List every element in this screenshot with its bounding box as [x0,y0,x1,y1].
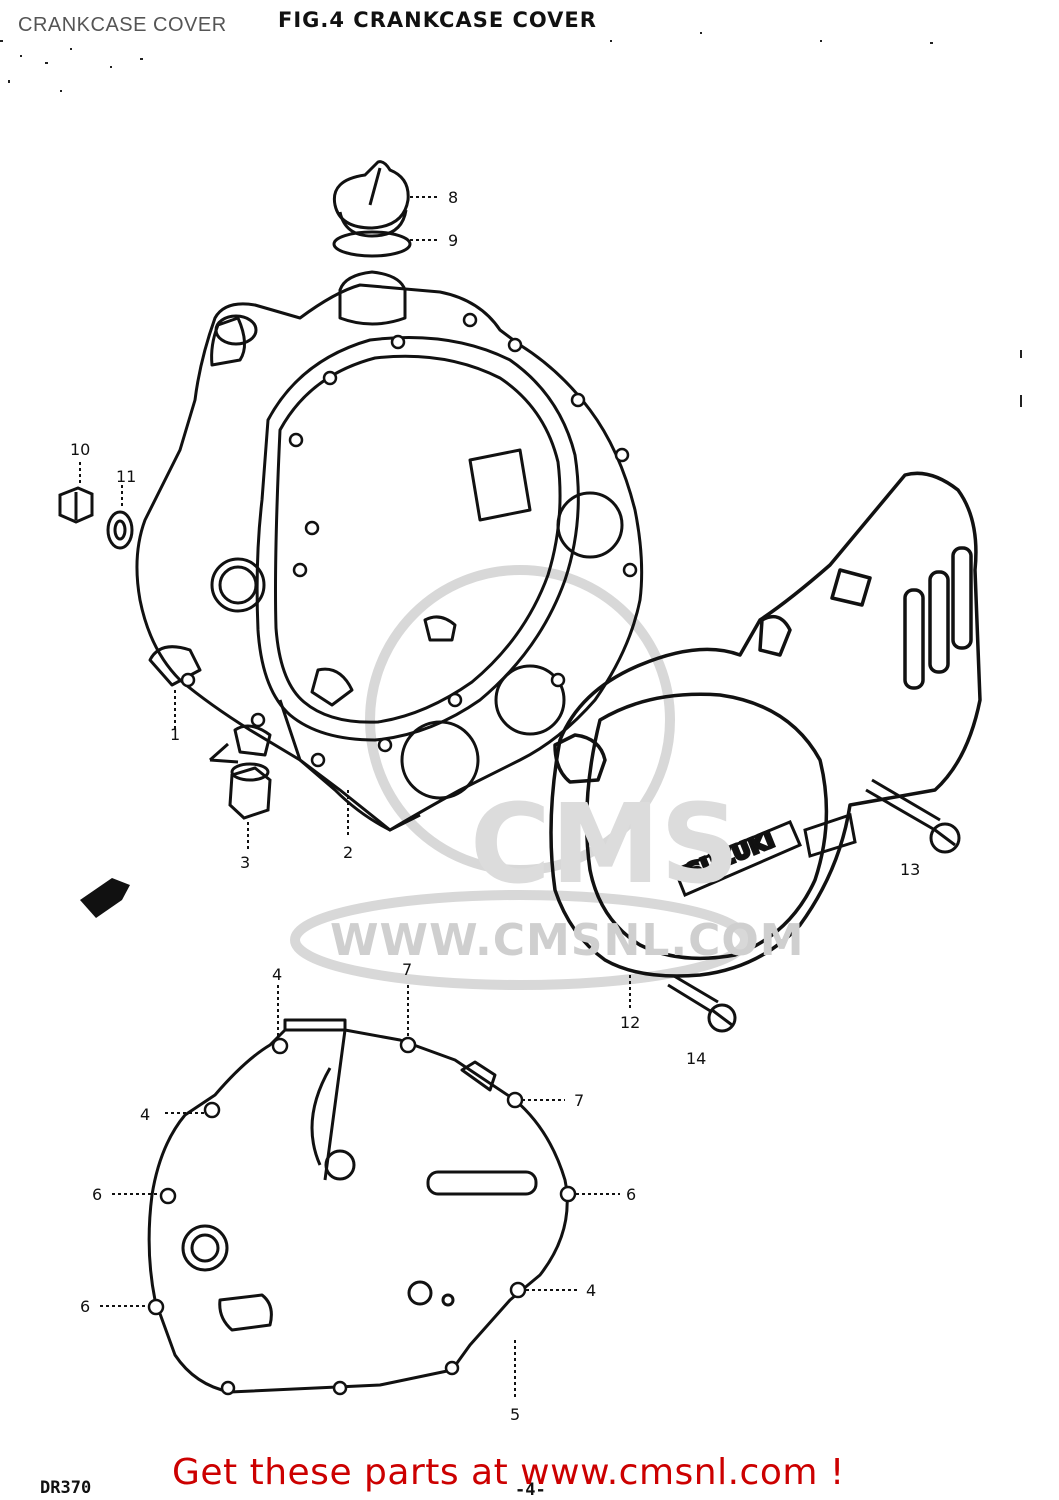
callout-11: 11 [116,467,136,486]
callout-9: 9 [448,231,458,250]
callout-6-right: 6 [626,1185,636,1204]
callout-labels: 8 9 10 11 1 2 3 12 13 14 4 7 4 7 6 6 6 4… [70,188,920,1424]
leader-lines [79,196,631,1398]
page-title: CRANKCASE COVER [18,14,227,36]
model-code: DR370 [40,1478,92,1498]
callout-3: 3 [240,853,250,872]
drain-bolt [58,486,134,550]
crankcase-cover-right [135,270,644,832]
oil-filler-cap [332,160,412,258]
callout-4-left: 4 [140,1105,150,1124]
cover-outline-bottom [147,1018,569,1394]
figure-title: FIG.4 CRANKCASE COVER [278,8,597,32]
callout-1: 1 [170,725,180,744]
callout-14: 14 [686,1049,706,1068]
outline-bolt-holes [147,1036,577,1396]
callout-10: 10 [70,440,90,459]
watermark-mascot [290,565,750,990]
watermark-url: WWW.CMSNL.COM [330,915,805,966]
screw-13 [865,778,961,854]
promo-link[interactable]: Get these parts at www.cmsnl.com ! [172,1452,845,1493]
screw-14 [667,974,737,1033]
callout-2: 2 [343,843,353,862]
callout-12: 12 [620,1013,640,1032]
callout-7-top: 7 [402,960,412,979]
page-number: -4- [515,1480,546,1500]
gasket [278,699,421,832]
callout-4-top: 4 [272,965,282,984]
callout-8: 8 [448,188,458,207]
callout-6-left: 6 [92,1185,102,1204]
callout-5: 5 [510,1405,520,1424]
callout-6-lower: 6 [80,1297,90,1316]
magneto-cover-left [549,471,982,978]
scan-noise [0,32,1022,407]
callout-13: 13 [900,860,920,879]
callout-7-right: 7 [574,1091,584,1110]
dowel-pin [209,742,272,820]
front-arrow-icon [80,878,130,918]
watermark-brand: CMS [470,780,740,908]
cover-bolt-holes [180,312,638,768]
callout-4-right: 4 [586,1281,596,1300]
